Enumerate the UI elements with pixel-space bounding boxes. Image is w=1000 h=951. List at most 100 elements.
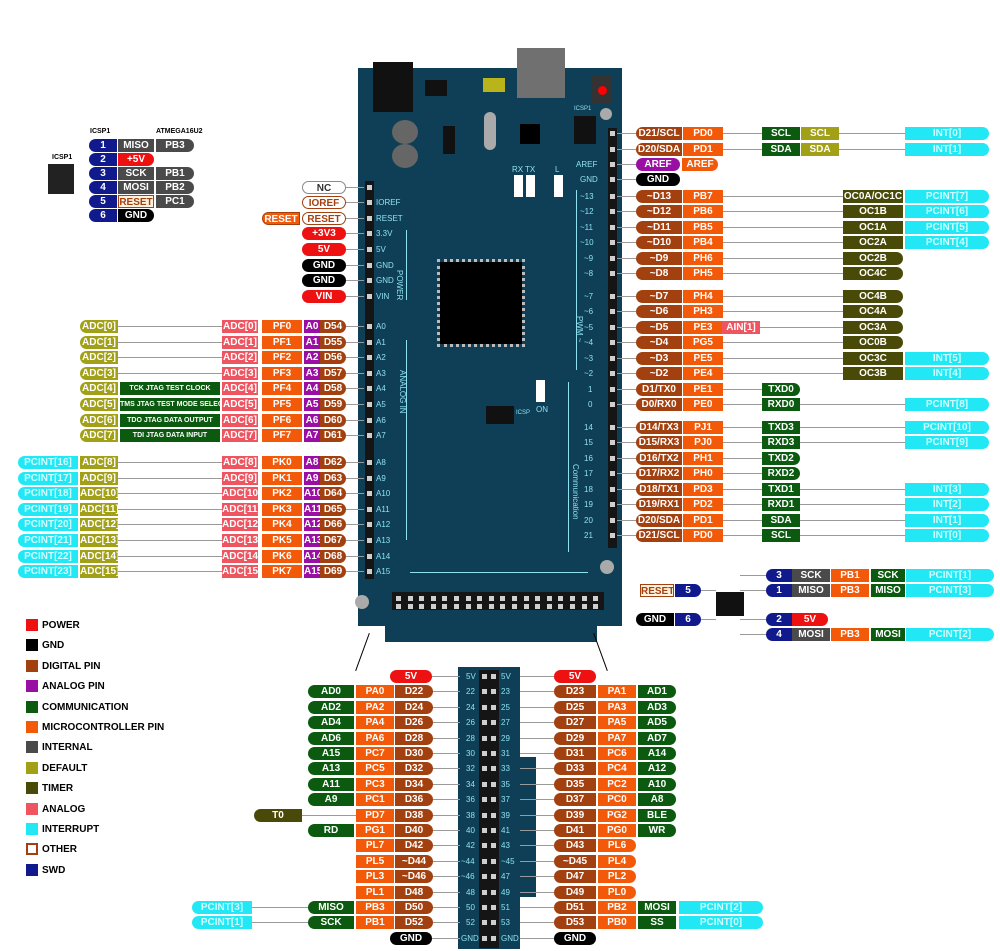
communication-label: SS [638,916,676,930]
digital-pin-label: D52 [395,916,433,930]
adc-label: ADC[11] [222,502,258,516]
communication-label: AD5 [638,716,676,730]
port-label: PC2 [598,777,636,791]
port-label: PH1 [683,452,723,465]
port-label: PK5 [262,534,302,547]
icsp1-pin-function: RESET [118,195,154,208]
double-header-pin [491,751,496,756]
communication-label: A11 [308,777,354,791]
digital-pin-label: ~D2 [636,367,682,380]
legend-label: MICROCONTROLLER PIN [42,722,165,733]
port-label: PF1 [262,335,302,349]
adc-external-label: ADC[13] [80,534,118,547]
connector-line [118,571,222,573]
connector-line [723,273,843,274]
connector-line [723,489,762,490]
board-pin-label: ~9 [584,254,594,263]
digital-pin-label: D41 [554,824,596,837]
connector-line [617,211,636,212]
bottom-5v-pin: 5V [554,670,596,683]
connector-line [432,814,460,816]
bottom-header-pin [535,596,541,601]
port-label: PC1 [356,793,394,807]
digital-pin-label: D20/SDA [636,514,682,527]
legend-swatch [26,843,38,856]
digital-pin-label: D54 [320,320,346,333]
connector-line [346,357,364,359]
board-pin-label: 16 [584,454,593,463]
digital-pin-label: D23 [554,685,596,699]
digital-pin-label: D63 [320,471,346,485]
pcint-label: PCINT[16] [18,456,78,469]
board-pin-label: A8 [376,458,386,467]
connector-line [800,404,905,405]
icsp1-col-title: ICSP1 [90,128,111,135]
port-label: PK6 [262,549,302,563]
board-label-rx: RX [512,165,524,174]
port-label: PE3 [683,321,723,334]
bottom-header-pin [488,596,494,601]
double-header-label-left: GND [461,933,479,943]
connector-line [346,372,364,374]
icsp1-pin-number: 4 [89,181,117,194]
connector-line [118,540,222,541]
board-pin-label: GND [580,175,598,184]
icsp1-header-title: ICSP1 [52,154,73,161]
usb-connector [517,48,565,98]
connector-line [346,296,364,297]
legend-swatch [26,721,38,733]
connector-line [432,676,460,677]
legend-item-default: DEFAULT [26,761,196,776]
double-header-label-right: 39 [501,810,510,820]
bottom-header-pin [442,604,448,609]
adc-label: ADC[13] [222,534,258,547]
timer-label: OC1A [843,221,903,234]
communication-label: TXD0 [762,383,800,396]
double-header-label-left: ~46 [461,872,475,882]
gnd-pin: GND [636,173,680,186]
pointer-line-right [593,633,608,671]
jtag-function-label: TDO JTAG DATA OUTPUT [120,413,220,427]
connector-line [617,296,636,297]
board-bottom-tab [385,620,597,642]
header-pin [610,131,615,136]
double-header-pin [482,935,487,941]
board-label-l: L [555,165,560,174]
digital-pin-label: D21/SCL [636,529,682,542]
adc-external-label: ADC[1] [80,335,118,349]
port-label: PD0 [683,529,723,542]
port-label: PA0 [356,685,394,699]
legend-swatch [26,639,38,652]
connector-line [118,493,222,495]
header-pin [367,553,372,559]
board-pin-label: ~11 [580,223,593,232]
connector-line [346,435,364,437]
header-pin [610,194,615,199]
interrupt-label: PCINT[4] [905,236,989,249]
header-pin [367,370,372,376]
digital-pin-label: D51 [554,901,596,914]
communication-label: A8 [638,793,676,807]
header-pin [610,177,615,182]
double-header-label-right: 27 [501,718,510,728]
bottom-header-pin [465,596,471,601]
communication-label: AD4 [308,716,354,730]
header-pin [610,340,615,345]
icsp-pin-port: PB3 [831,628,869,641]
connector-line [346,233,364,234]
digital-pin-label: D36 [395,793,433,807]
board-pin-label: ~8 [584,269,594,278]
double-header-label-right: 25 [501,702,510,712]
double-header-pin [491,766,496,772]
header-pin [610,425,615,430]
analog-pin-label: A15 [304,565,320,579]
header-pin [367,185,372,190]
adc-label: ADC[5] [222,398,258,411]
timer-label: OC0B [843,336,903,349]
connector-line [800,504,905,505]
bottom-header-pin [546,596,552,601]
connector-line [346,524,364,526]
board-pin-label: A9 [376,473,386,483]
double-header-label-right: 53 [501,918,510,928]
icsp-pin-number: 3 [766,569,792,582]
